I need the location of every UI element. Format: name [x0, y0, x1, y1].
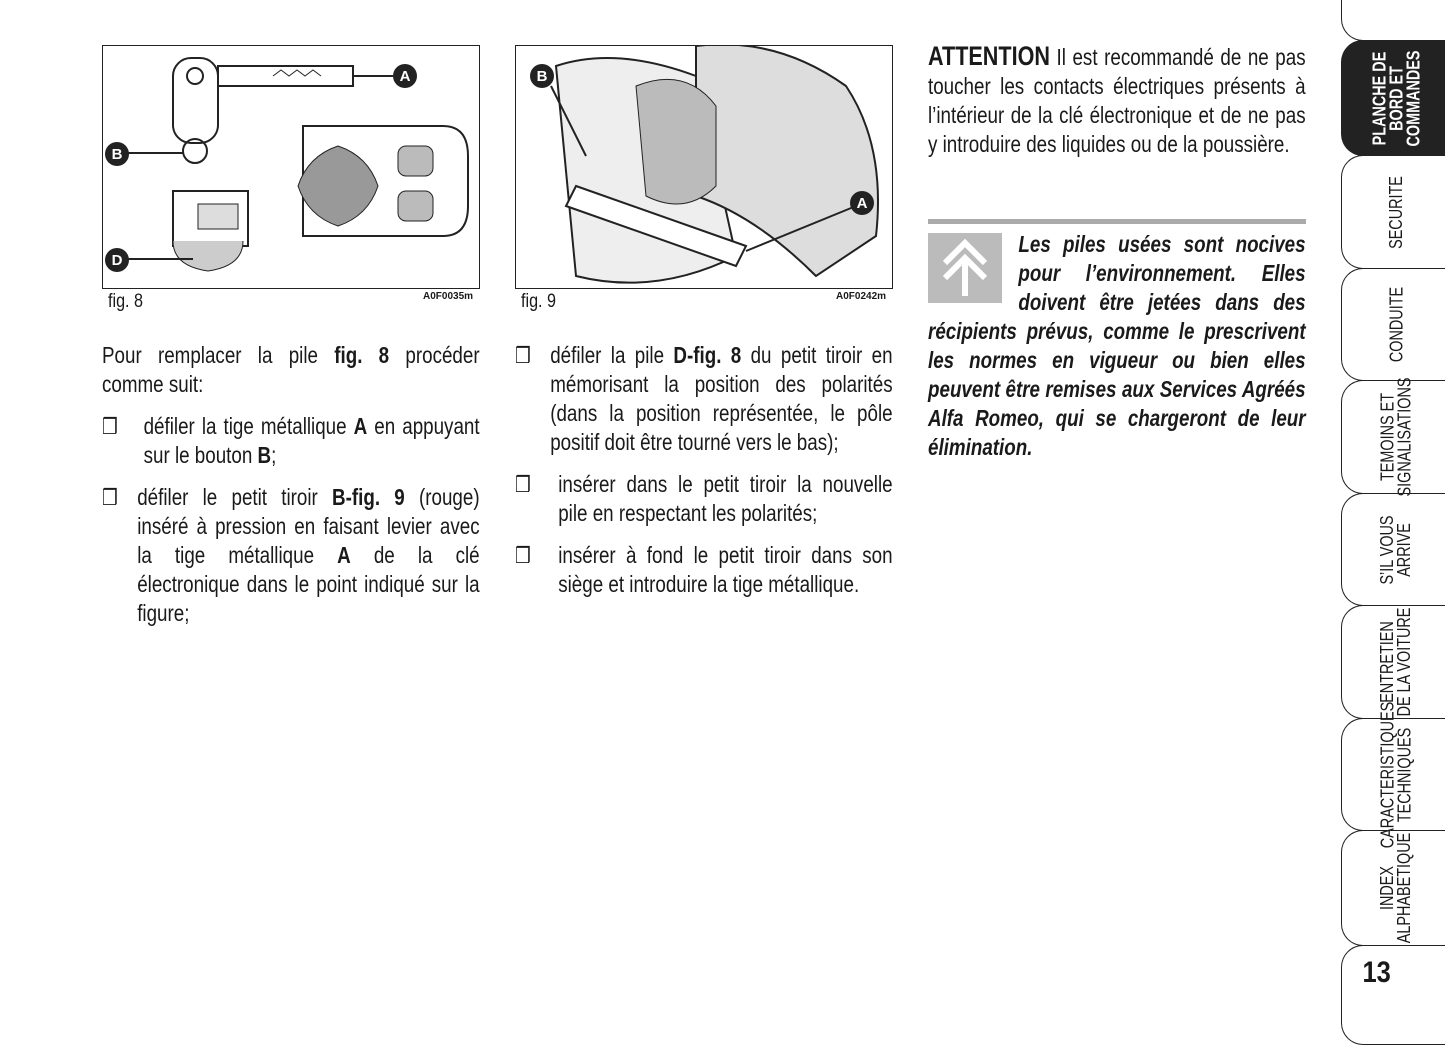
list-item: ❒insérer dans le petit tiroir la nouvell…	[515, 471, 893, 526]
tab-securite[interactable]: SECURITE	[1341, 155, 1445, 269]
page-number: 13	[1362, 956, 1391, 989]
hand-key-illustration	[550, 46, 879, 284]
column-3: ATTENTION Il est recommandé de ne pas to…	[928, 42, 1306, 172]
column-1: Pour remplacer la pile fig. 8 procéder c…	[102, 341, 480, 628]
checkbox-bullet-icon: ❒	[515, 472, 531, 497]
environment-icon	[928, 233, 1002, 303]
attention-paragraph: ATTENTION Il est recommandé de ne pas to…	[928, 41, 1306, 158]
label-b: B	[530, 64, 554, 88]
tab-planche-de-bord[interactable]: PLANCHE DE BORD ET COMMANDES	[1341, 40, 1445, 156]
checkbox-bullet-icon: ❒	[102, 414, 118, 439]
tab-conduite[interactable]: CONDUITE	[1341, 268, 1445, 381]
key-battery-illustration	[123, 57, 469, 272]
checkbox-bullet-icon: ❒	[102, 485, 118, 510]
environment-note: Les piles usées sont nocives pour l’envi…	[928, 231, 1306, 460]
list-item: ❒défiler la pile D-fig. 8 du petit tiroi…	[515, 342, 893, 455]
label-d: D	[105, 248, 129, 272]
label-a: A	[393, 64, 417, 88]
tab-index[interactable]: INDEX ALPHABETIQUE	[1341, 830, 1445, 946]
figure-8-code: A0F0035m	[423, 291, 474, 302]
label-a: A	[850, 191, 874, 215]
column-2: ❒défiler la pile D-fig. 8 du petit tiroi…	[515, 341, 893, 599]
figure-9-caption: fig. 9	[521, 291, 557, 312]
figure-9: B A	[515, 45, 893, 289]
tab-temoins[interactable]: TEMOINS ET SIGNALISATIONS	[1341, 378, 1445, 496]
page-number-tab: 13	[1341, 945, 1445, 1045]
list-item: ❒défiler le petit tiroir B-fig. 9 (rouge…	[102, 484, 480, 626]
figure-8-caption: fig. 8	[108, 291, 144, 312]
figure-9-code: A0F0242m	[836, 291, 887, 302]
figure-8: A B D	[102, 45, 480, 289]
checkbox-bullet-icon: ❒	[515, 343, 531, 368]
list-item: ❒insérer à fond le petit tiroir dans son…	[515, 542, 893, 597]
intro-paragraph: Pour remplacer la pile fig. 8 procéder c…	[102, 342, 480, 397]
label-b: B	[105, 142, 129, 166]
divider	[928, 219, 1306, 224]
tab-sil-vous-arrive[interactable]: S’IL VOUS ARRIVE	[1341, 493, 1445, 606]
tab-top-blank	[1341, 0, 1445, 41]
list-item: ❒défiler la tige métallique A en appuyan…	[102, 413, 480, 468]
tab-caracteristiques[interactable]: CARACTERISTIQUES TECHNIQUES	[1341, 701, 1445, 848]
checkbox-bullet-icon: ❒	[515, 543, 531, 568]
